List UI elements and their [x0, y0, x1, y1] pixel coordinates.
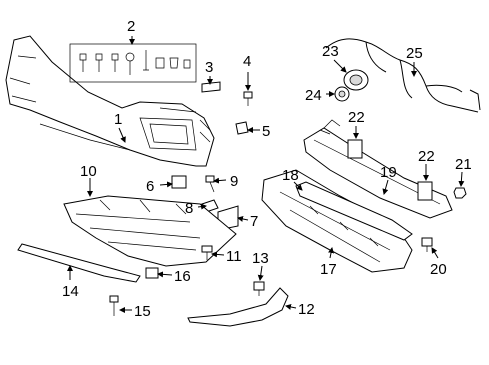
- callout-labels: 1 2 3 4 5 6 7 8 9 10 11 12 13 14 15 16 1…: [62, 18, 472, 320]
- leader-line-16: [157, 271, 173, 278]
- bolt-part-15: [109, 295, 119, 316]
- callout-22a: 22: [348, 109, 365, 126]
- hardware-kit-part: [69, 43, 197, 83]
- reinforcement-part-18: [295, 181, 413, 241]
- callout-14: 14: [62, 283, 79, 300]
- strip-part-14: [17, 243, 141, 283]
- leader-line-12: [285, 304, 297, 310]
- callout-24: 24: [305, 87, 322, 104]
- leader-line-7: [237, 216, 249, 222]
- callout-1: 1: [114, 111, 122, 128]
- callout-6: 6: [146, 178, 154, 195]
- leader-line-8: [197, 203, 207, 210]
- bumper-cover-part: [5, 35, 215, 167]
- bracket-part: [201, 81, 221, 93]
- leader-line-6: [159, 181, 173, 188]
- bracket-part-22b: [417, 181, 433, 201]
- sensor-part-24: [334, 86, 350, 102]
- callout-23: 23: [322, 43, 339, 60]
- callout-17: 17: [320, 261, 337, 278]
- callout-12: 12: [298, 301, 315, 318]
- leader-line-19: [382, 179, 389, 195]
- callout-22b: 22: [418, 148, 435, 165]
- callout-9: 9: [230, 173, 238, 190]
- wiring-harness-part: [325, 38, 481, 113]
- leader-line-21: [458, 171, 465, 187]
- callout-4: 4: [243, 53, 251, 70]
- callout-16: 16: [174, 268, 191, 285]
- lower-shield-part: [63, 195, 237, 267]
- callout-2: 2: [127, 18, 135, 35]
- callout-15: 15: [134, 303, 151, 320]
- callout-18: 18: [282, 167, 299, 184]
- sensor-part-23: [343, 69, 369, 91]
- callout-21: 21: [455, 156, 472, 173]
- callout-13: 13: [252, 250, 269, 267]
- leader-line-17: [328, 247, 334, 259]
- leader-line-20: [431, 247, 439, 259]
- leader-line-13: [257, 265, 264, 281]
- leader-line-18: [293, 181, 303, 191]
- clip-part-16: [145, 267, 159, 279]
- bracket-part-22a: [347, 139, 363, 159]
- leader-line-1: [118, 127, 126, 143]
- clip-part-5: [235, 121, 249, 135]
- callout-8: 8: [185, 200, 193, 217]
- leader-line-23: [333, 59, 347, 73]
- callout-19: 19: [380, 164, 397, 181]
- impact-bar-part: [303, 119, 453, 219]
- bolt-part-4: [243, 91, 253, 106]
- bolt-part-13: [253, 281, 265, 296]
- callout-3: 3: [205, 59, 213, 76]
- nut-plate-part-6: [171, 175, 187, 189]
- callout-20: 20: [430, 261, 447, 278]
- callout-11: 11: [226, 248, 242, 265]
- leader-line-11: [211, 251, 225, 258]
- callout-10: 10: [80, 163, 97, 180]
- screw-part-9: [205, 175, 215, 193]
- bolt-part-20: [421, 237, 433, 252]
- callout-5: 5: [262, 123, 270, 140]
- callout-25: 25: [406, 45, 423, 62]
- nut-part-21: [453, 187, 467, 199]
- leader-line-9: [213, 177, 227, 184]
- lower-trim-part: [187, 287, 289, 327]
- callout-7: 7: [250, 213, 258, 230]
- leader-lines: [67, 36, 465, 313]
